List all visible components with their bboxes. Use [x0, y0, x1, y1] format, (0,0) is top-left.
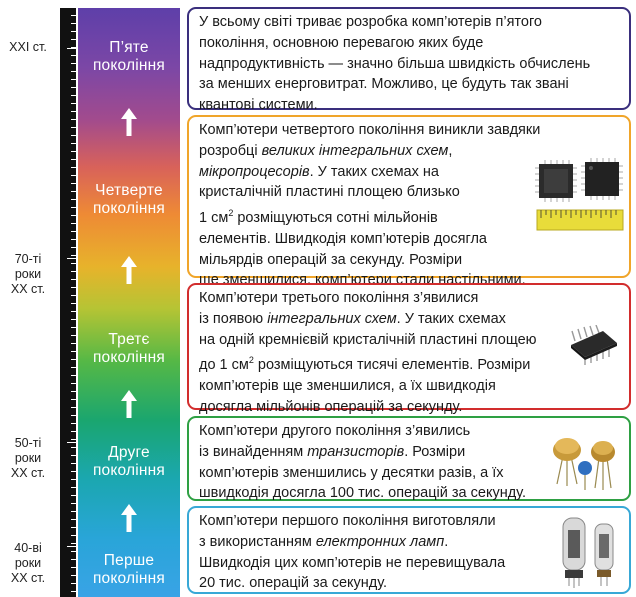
integrated-circuit-icon [571, 325, 617, 365]
generation-band: П’яте покоління Четверте покоління Третє… [78, 8, 180, 597]
timeline-ruler [60, 8, 76, 597]
card-fifth-generation: У всьому світі триває розробка комп’ютер… [187, 7, 631, 113]
era-label-70s: 70-ті роки XX ст. [10, 252, 46, 296]
card-third-generation: Комп’ютери третього покоління з’явилися … [187, 283, 631, 415]
generation-label-5: П’яте покоління [92, 39, 166, 74]
card-second-generation: Комп’ютери другого покоління з’явились і… [187, 416, 631, 501]
arrow-up-icon [121, 256, 137, 284]
arrow-up-icon [121, 108, 137, 136]
arrow-up-icon [121, 390, 137, 418]
generation-label-4: Четверте покоління [92, 182, 166, 217]
era-label-40s: 40-ві роки XX ст. [10, 541, 46, 585]
generation-label-2: Друге покоління [92, 444, 166, 479]
card-fourth-generation: Комп’ютери четвертого покоління виникли … [187, 115, 631, 288]
vacuum-tube-icon [562, 517, 614, 588]
generation-label-1: Перше покоління [92, 552, 166, 587]
chip-icon [535, 158, 624, 231]
transistor-icon [553, 438, 615, 490]
arrow-up-icon [121, 504, 137, 532]
card-first-generation: Комп’ютери першого покоління виготовляли… [187, 506, 631, 594]
era-label-50s: 50-ті роки XX ст. [10, 436, 46, 480]
era-label-xxi: XXI ст. [9, 40, 47, 54]
generation-label-3: Третє покоління [92, 331, 166, 366]
